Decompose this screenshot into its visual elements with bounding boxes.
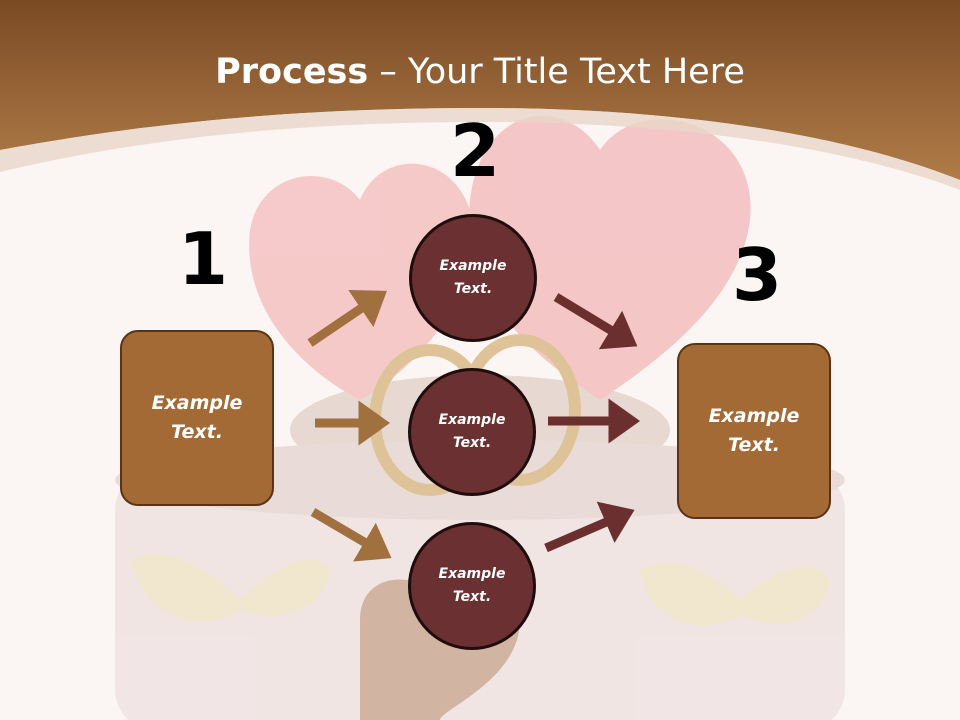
title-rest: – Your Title Text Here — [368, 52, 745, 92]
circle-bottom-text: Example Text. — [438, 566, 506, 605]
step-number-3: 3 — [732, 233, 783, 317]
circle-top-text: Example Text. — [439, 258, 507, 297]
box-step-1: Example Text. — [120, 330, 274, 506]
circle-middle-text: Example Text. — [438, 412, 506, 451]
circle-bottom: Example Text. — [408, 522, 536, 650]
step-number-2: 2 — [450, 109, 501, 193]
slide-title: Process – Your Title Text Here — [0, 52, 960, 92]
step-number-1: 1 — [178, 217, 229, 301]
box-step-3-text: Example Text. — [708, 405, 800, 456]
box-step-1-text: Example Text. — [151, 392, 243, 443]
title-bold: Process — [215, 52, 369, 92]
circle-top: Example Text. — [409, 214, 537, 342]
box-step-3: Example Text. — [677, 343, 831, 519]
circle-middle: Example Text. — [408, 368, 536, 496]
